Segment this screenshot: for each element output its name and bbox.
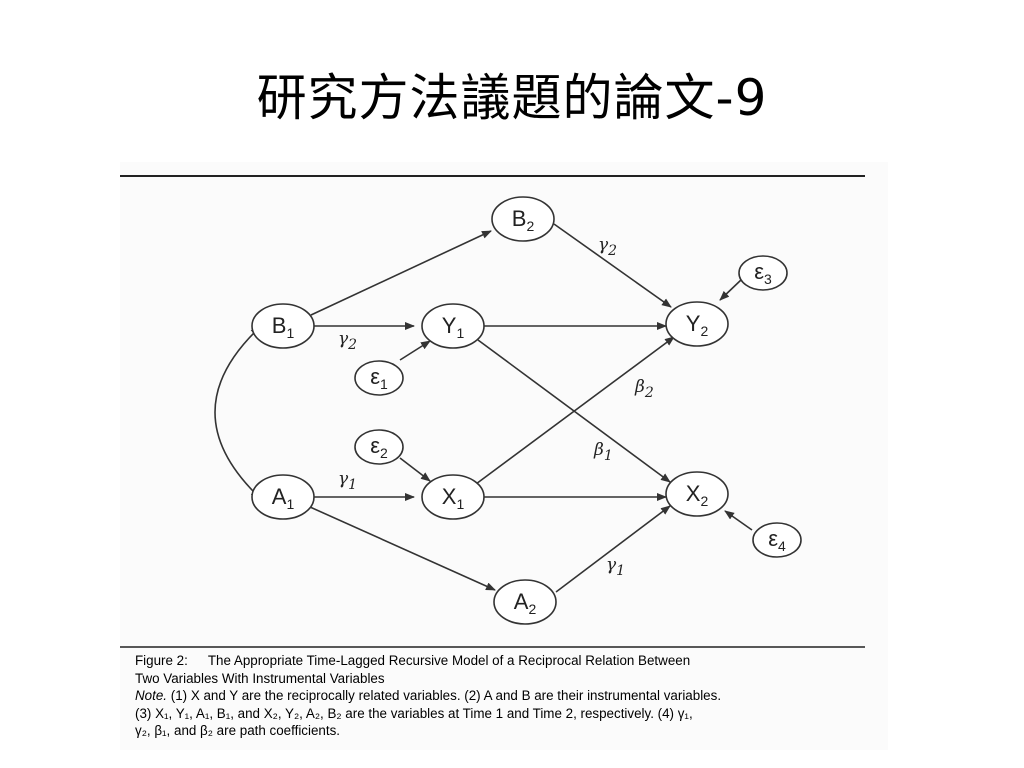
node-y1 — [421, 303, 485, 349]
caption-note-line-3: γ₂, β₁, and β₂ are path coefficients. — [135, 723, 340, 738]
node-y1-label: Y1 — [442, 313, 465, 341]
node-x1 — [421, 474, 485, 520]
figure-caption: Figure 2: The Appropriate Time-Lagged Rec… — [135, 652, 875, 740]
node-a2 — [493, 579, 557, 625]
node-a2-label: A2 — [514, 589, 537, 617]
node-a1 — [251, 474, 315, 520]
path-a2-x2 — [555, 505, 671, 593]
node-e3-label: ε3 — [754, 259, 772, 287]
node-x2-label: X2 — [686, 481, 709, 509]
coef-gamma1-mid: γ1 — [338, 469, 357, 493]
node-b1 — [251, 303, 315, 349]
path-x1-y2 — [475, 336, 675, 485]
node-a1-label: A1 — [272, 484, 295, 512]
node-e1 — [354, 360, 404, 396]
node-b2 — [491, 196, 555, 242]
node-e2-label: ε2 — [370, 433, 388, 461]
coef-gamma2-top: γ2 — [598, 235, 617, 259]
caption-title-line-2: Two Variables With Instrumental Variable… — [135, 670, 385, 686]
coef-beta1: β1 — [593, 440, 613, 464]
node-e4 — [752, 522, 802, 558]
node-b2-label: B2 — [512, 206, 535, 234]
path-e2-x1 — [399, 457, 431, 482]
coef-gamma1-bottom: γ1 — [606, 555, 625, 579]
path-e3-y2 — [719, 278, 743, 301]
scanned-figure: B2 B1 Y1 Y2 ε1 ε2 ε3 ε4 A1 X1 X2 A2 γ2 γ… — [120, 162, 888, 750]
path-diagram: B2 B1 Y1 Y2 ε1 ε2 ε3 ε4 A1 X1 X2 A2 γ2 γ… — [120, 175, 865, 648]
path-b2-y2 — [553, 223, 672, 308]
node-x1-label: X1 — [442, 484, 465, 512]
node-y2 — [665, 301, 729, 347]
slide-title: 研究方法議題的論文-9 — [256, 69, 768, 127]
node-y2-label: Y2 — [686, 311, 709, 339]
node-x2 — [665, 471, 729, 517]
node-e4-label: ε4 — [768, 526, 786, 554]
note-label: Note. — [135, 688, 168, 703]
path-e4-x2 — [724, 510, 753, 531]
caption-title-1: The Appropriate Time-Lagged Recursive Mo… — [207, 653, 691, 668]
path-a1-b1-correlation — [214, 326, 261, 499]
caption-note-line-2: (3) X₁, Y₁, A₁, B₁, and X₂, Y₂, A₂, B₂ a… — [135, 705, 693, 721]
figure-label: Figure 2: — [135, 653, 188, 668]
node-e2 — [354, 429, 404, 465]
node-b1-label: B1 — [272, 313, 295, 341]
path-e1-y1 — [399, 340, 431, 361]
node-e3 — [738, 255, 788, 291]
caption-title-line-1: Figure 2: The Appropriate Time-Lagged Rec… — [135, 652, 875, 670]
coef-beta2: β2 — [634, 377, 654, 401]
coef-gamma2-mid: γ2 — [338, 329, 357, 353]
node-e1-label: ε1 — [370, 364, 388, 392]
path-a1-a2 — [309, 506, 496, 591]
path-b1-b2 — [310, 230, 492, 316]
note-text-1: (1) X and Y are the reciprocally related… — [170, 688, 722, 703]
caption-note-line-1: Note. (1) X and Y are the reciprocally r… — [135, 687, 875, 705]
